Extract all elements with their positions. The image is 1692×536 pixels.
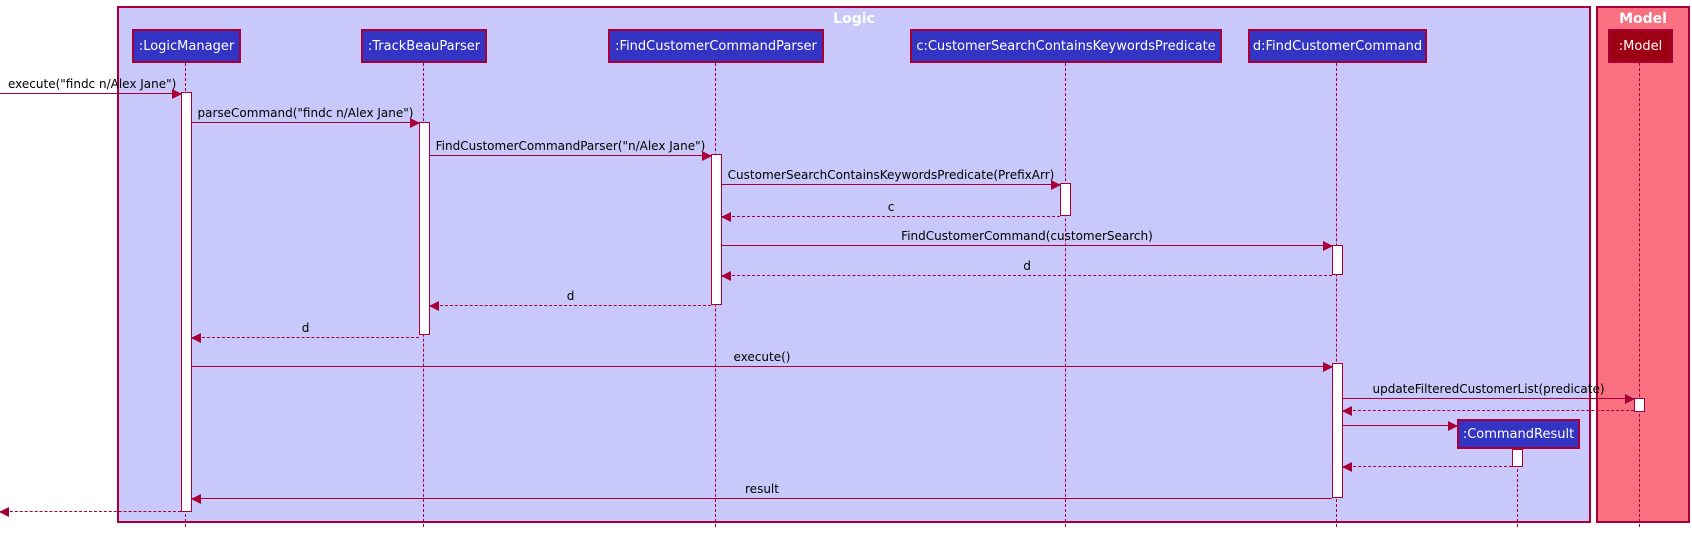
return-to-caller — [0, 507, 181, 517]
message-parse-command: parseCommand("findc n/Alex Jane") — [192, 106, 420, 128]
activation-command-result — [1512, 449, 1523, 467]
activation-trackbeau-parser — [419, 122, 430, 335]
activation-find-customer-command-1 — [1332, 245, 1343, 275]
message-parse-command-label: parseCommand("findc n/Alex Jane") — [197, 106, 414, 120]
participant-logic-manager-label: :LogicManager — [138, 38, 235, 54]
arrowhead-left-icon — [1342, 462, 1352, 472]
return-d-to-parser: d — [721, 259, 1332, 281]
activation-find-customer-command-parser — [711, 154, 722, 305]
message-command-create-label: FindCustomerCommand(customerSearch) — [901, 229, 1153, 243]
message-predicate-create: CustomerSearchContainsKeywordsPredicate(… — [722, 168, 1061, 190]
arrowhead-left-icon — [0, 507, 9, 517]
return-c: c — [721, 200, 1060, 222]
arrowhead-right-icon — [410, 118, 420, 128]
message-create-command-result — [1343, 421, 1458, 431]
message-result-label: result — [745, 482, 779, 496]
message-execute-user-label: execute("findc n/Alex Jane") — [8, 77, 177, 91]
return-from-model — [1342, 406, 1634, 416]
arrowhead-right-icon — [1448, 421, 1458, 431]
activation-logic-manager — [181, 92, 192, 512]
model-frame-title: Model — [1619, 11, 1667, 27]
return-from-command-result — [1342, 462, 1512, 472]
participant-predicate: c:CustomerSearchContainsKeywordsPredicat… — [910, 29, 1222, 63]
arrowhead-right-icon — [1051, 180, 1061, 190]
message-update-filtered: updateFilteredCustomerList(predicate) — [1343, 382, 1635, 404]
message-update-filtered-label: updateFilteredCustomerList(predicate) — [1372, 382, 1605, 396]
logic-frame: Logic — [117, 6, 1591, 523]
participant-command-result-label: :CommandResult — [1462, 426, 1575, 442]
arrowhead-right-icon — [1323, 241, 1333, 251]
lifeline-model — [1639, 63, 1640, 527]
participant-trackbeau-parser-label: :TrackBeauParser — [367, 38, 481, 54]
arrowhead-left-icon — [191, 494, 201, 504]
participant-model: :Model — [1608, 29, 1673, 63]
return-d-to-trackbeau-label: d — [566, 289, 575, 303]
arrowhead-right-icon — [1323, 362, 1333, 372]
arrowhead-right-icon — [702, 151, 712, 161]
arrowhead-left-icon — [721, 271, 731, 281]
lifeline-find-customer-command — [1336, 63, 1337, 527]
arrowhead-left-icon — [191, 333, 201, 343]
message-execute-command-label: execute() — [733, 350, 791, 364]
return-d-to-parser-label: d — [1023, 259, 1031, 273]
participant-trackbeau-parser: :TrackBeauParser — [361, 29, 487, 63]
message-execute-user: execute("findc n/Alex Jane") — [0, 77, 182, 99]
activation-predicate — [1060, 183, 1071, 216]
participant-find-customer-command-label: d:FindCustomerCommand — [1252, 38, 1423, 54]
arrowhead-right-icon — [1625, 394, 1635, 404]
model-frame: Model — [1596, 6, 1690, 523]
participant-logic-manager: :LogicManager — [132, 29, 241, 63]
activation-model — [1634, 398, 1645, 412]
message-execute-command: execute() — [192, 350, 1333, 372]
return-d-to-logicmanager: d — [191, 321, 419, 343]
message-parser-create-label: FindCustomerCommandParser("n/Alex Jane") — [435, 139, 706, 153]
return-c-label: c — [887, 200, 895, 214]
participant-model-label: :Model — [1618, 38, 1663, 54]
arrowhead-left-icon — [721, 212, 731, 222]
lifeline-command-result — [1517, 449, 1518, 527]
logic-frame-title: Logic — [833, 11, 875, 27]
message-result: result — [191, 482, 1332, 504]
participant-command-result: :CommandResult — [1457, 419, 1580, 449]
participant-predicate-label: c:CustomerSearchContainsKeywordsPredicat… — [916, 38, 1216, 54]
participant-find-customer-command-parser: :FindCustomerCommandParser — [608, 29, 824, 63]
arrowhead-left-icon — [1342, 406, 1352, 416]
return-d-to-trackbeau: d — [429, 289, 711, 311]
participant-find-customer-command: d:FindCustomerCommand — [1248, 29, 1427, 63]
lifeline-predicate — [1065, 63, 1066, 527]
arrowhead-right-icon — [172, 89, 182, 99]
message-command-create: FindCustomerCommand(customerSearch) — [722, 229, 1333, 251]
participant-find-customer-command-parser-label: :FindCustomerCommandParser — [615, 38, 817, 54]
message-parser-create: FindCustomerCommandParser("n/Alex Jane") — [430, 139, 712, 161]
return-d-to-logicmanager-label: d — [301, 321, 310, 335]
arrowhead-left-icon — [429, 301, 439, 311]
message-predicate-create-label: CustomerSearchContainsKeywordsPredicate(… — [727, 168, 1055, 182]
activation-find-customer-command-2 — [1332, 363, 1343, 498]
